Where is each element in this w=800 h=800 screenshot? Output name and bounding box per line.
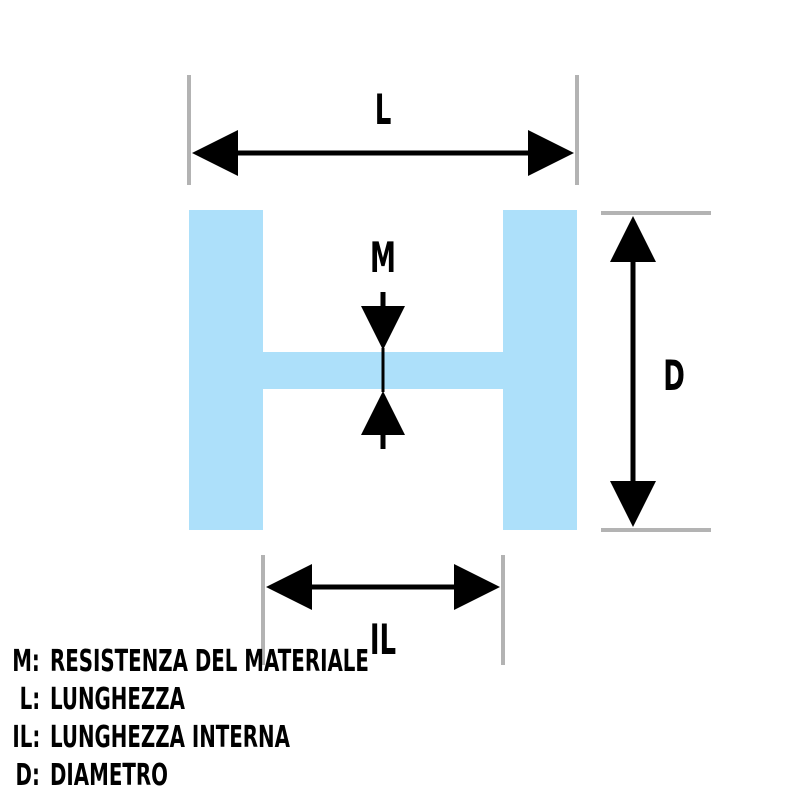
inner-length-arrow-head-left: [266, 564, 312, 610]
legend-description: LUNGHEZZA: [50, 682, 185, 717]
diameter-arrow-head-bottom: [610, 481, 656, 527]
inner-length-arrow-head-right: [454, 564, 500, 610]
material-thickness-label: M: [370, 235, 396, 283]
legend-row-il: IL: LUNGHEZZA INTERNA: [0, 720, 800, 758]
diameter-arrow-head-top: [610, 216, 656, 262]
length-arrow-head-right: [528, 130, 574, 176]
inner-length-arrow: [266, 564, 500, 610]
inner-length-label: IL: [370, 617, 396, 665]
legend-key: L:: [19, 682, 40, 717]
diameter-arrow: [610, 216, 656, 527]
legend-key: IL:: [12, 720, 40, 755]
h-profile-shape: [189, 210, 577, 530]
legend-row-m: M: RESISTENZA DEL MATERIALE: [0, 644, 800, 682]
thickness-arrow-head-up: [361, 391, 405, 435]
legend-key: M:: [12, 644, 40, 679]
legend-row-d: D: DIAMETRO: [0, 758, 800, 796]
legend-row-l: L: LUNGHEZZA: [0, 682, 800, 720]
legend-key: D:: [15, 758, 40, 793]
guide-lines: [187, 75, 711, 665]
thickness-arrow-head-down: [361, 306, 405, 350]
legend: M: RESISTENZA DEL MATERIALE L: LUNGHEZZA…: [0, 644, 800, 796]
left-flange: [189, 210, 263, 530]
legend-description: LUNGHEZZA INTERNA: [50, 720, 290, 755]
right-flange: [503, 210, 577, 530]
length-arrow: [192, 130, 574, 176]
legend-description: DIAMETRO: [50, 758, 168, 793]
material-thickness-arrows: [361, 292, 405, 449]
length-arrow-head-left: [192, 130, 238, 176]
legend-description: RESISTENZA DEL MATERIALE: [50, 644, 369, 679]
length-label: L: [375, 87, 392, 135]
diameter-label: D: [663, 353, 685, 401]
